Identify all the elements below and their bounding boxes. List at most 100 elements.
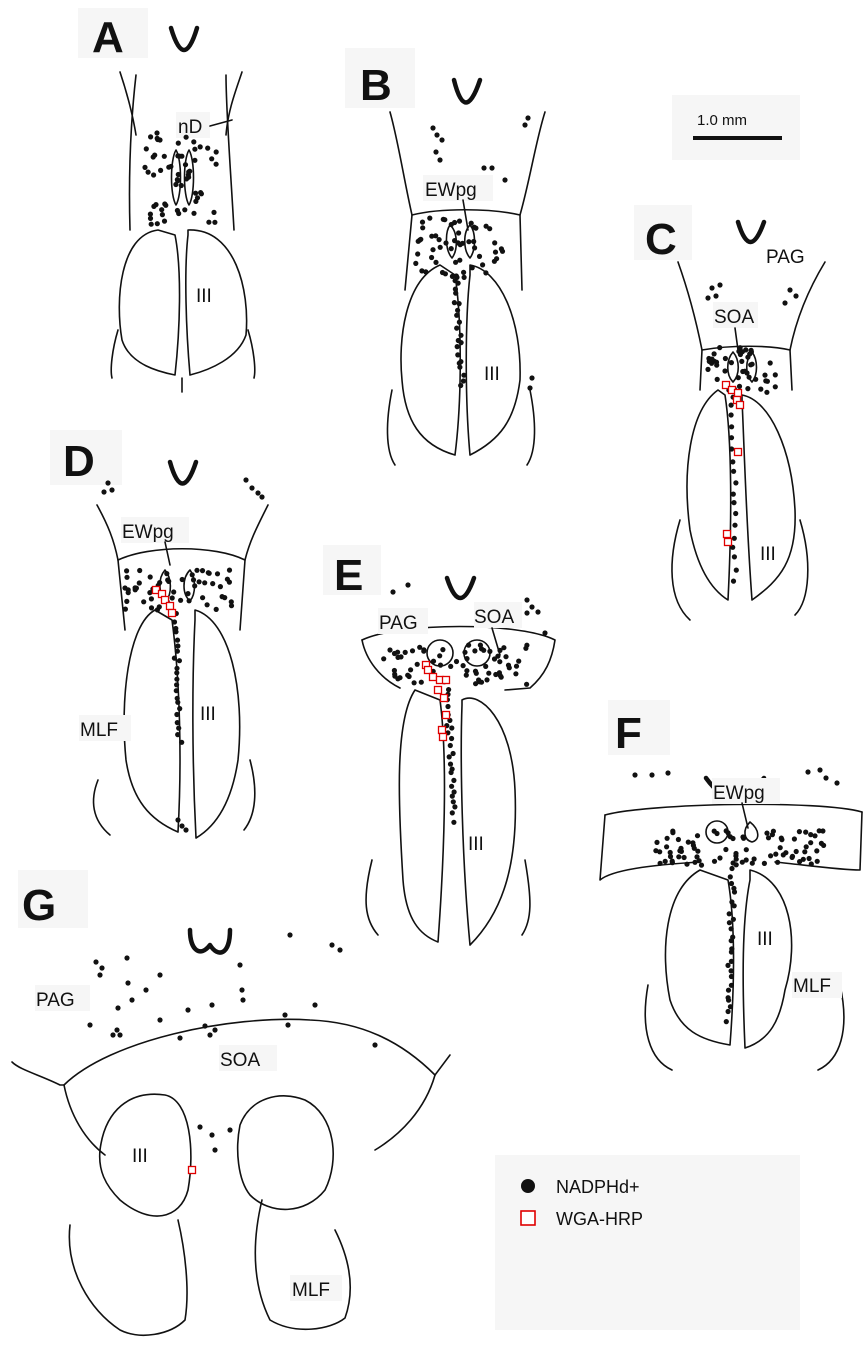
nadphd-dot: [527, 385, 532, 390]
nadphd-dot: [455, 352, 460, 357]
nadphd-dot: [456, 281, 461, 286]
nadphd-dot: [445, 704, 450, 709]
nadphd-dot: [773, 852, 778, 857]
nadphd-dot: [143, 987, 148, 992]
nadphd-dot: [259, 494, 264, 499]
nadphd-dot: [747, 375, 752, 380]
nadphd-dot: [97, 972, 102, 977]
region-label-iii: III: [484, 364, 500, 385]
nadphd-dot: [403, 650, 408, 655]
nadphd-dot: [472, 245, 477, 250]
nadphd-dot: [451, 799, 456, 804]
nadphd-dot: [458, 383, 463, 388]
nadphd-dot: [312, 1002, 317, 1007]
nadphd-dot: [210, 581, 215, 586]
nadphd-dot: [764, 831, 769, 836]
region-label-pag: PAG: [766, 247, 805, 268]
nadphd-dot: [148, 574, 153, 579]
nadphd-dot: [448, 743, 453, 748]
nadphd-dot: [762, 861, 767, 866]
nadphd-dot: [489, 165, 494, 170]
nadphd-dot: [762, 373, 767, 378]
nadphd-dot: [729, 435, 734, 440]
nadphd-dot: [451, 820, 456, 825]
nadphd-dot: [405, 582, 410, 587]
nadphd-dot: [487, 649, 492, 654]
region-label-mlf: MLF: [292, 1280, 330, 1301]
nadphd-dot: [729, 983, 734, 988]
nadphd-dot: [209, 156, 214, 161]
region-label-ewpg: EWpg: [713, 783, 765, 804]
nadphd-dot: [177, 154, 182, 159]
nadphd-dot: [535, 609, 540, 614]
nadphd-dot: [717, 855, 722, 860]
nadphd-dot: [758, 387, 763, 392]
nadphd-dot: [732, 523, 737, 528]
nadphd-dot: [177, 1035, 182, 1040]
nadphd-dot: [421, 649, 426, 654]
nadphd-dot: [427, 216, 432, 221]
nadphd-dot: [503, 654, 508, 659]
region-label-soa: SOA: [714, 307, 754, 328]
nadphd-dot: [454, 326, 459, 331]
nadphd-dot: [679, 849, 684, 854]
nadphd-dot: [227, 580, 232, 585]
wga-hrp-square: [725, 539, 732, 546]
nadphd-dot: [492, 259, 497, 264]
nadphd-dot: [157, 1017, 162, 1022]
region-label-iii: III: [132, 1146, 148, 1167]
nadphd-dot: [149, 605, 154, 610]
nadphd-dot: [782, 300, 787, 305]
nadphd-dot: [420, 220, 425, 225]
nadphd-dot: [212, 1147, 217, 1152]
nadphd-dot: [466, 239, 471, 244]
nadphd-dot: [729, 360, 734, 365]
panel-g: G PAG SOA III MLF: [12, 870, 450, 1335]
nadphd-dot: [729, 974, 734, 979]
nadphd-dot: [474, 671, 479, 676]
nadphd-dot: [202, 1023, 207, 1028]
nadphd-dot: [699, 863, 704, 868]
nadphd-dot: [797, 859, 802, 864]
nadphd-dot: [695, 849, 700, 854]
nadphd-dot: [734, 568, 739, 573]
nadphd-dot: [525, 115, 530, 120]
nadphd-dot: [712, 859, 717, 864]
nadphd-dot: [729, 926, 734, 931]
nadphd-dot: [207, 1032, 212, 1037]
nadphd-dot: [730, 459, 735, 464]
nadphd-dot: [722, 368, 727, 373]
nadphd-dot: [397, 675, 402, 680]
nadphd-dot: [733, 480, 738, 485]
region-label-pag: PAG: [379, 613, 418, 634]
nadphd-dot: [454, 313, 459, 318]
nadphd-dot: [151, 172, 156, 177]
nadphd-dot: [725, 963, 730, 968]
nadphd-dot: [413, 261, 418, 266]
nadphd-dot: [395, 650, 400, 655]
nadphd-dot: [473, 226, 478, 231]
nadphd-dot: [243, 477, 248, 482]
nadphd-dot: [632, 772, 637, 777]
nadphd-dot: [479, 680, 484, 685]
nadphd-dot: [792, 836, 797, 841]
nadphd-dot: [202, 580, 207, 585]
nadphd-dot: [497, 659, 502, 664]
nadphd-dot: [723, 847, 728, 852]
nadphd-dot: [665, 770, 670, 775]
nadphd-dot: [729, 412, 734, 417]
nadphd-dot: [501, 645, 506, 650]
panel-b: B EWpg III: [345, 48, 545, 465]
nadphd-dot: [162, 201, 167, 206]
nadphd-dot: [808, 840, 813, 845]
region-label-soa: SOA: [474, 607, 514, 628]
region-label-ewpg: EWpg: [425, 180, 477, 201]
nadphd-dot: [670, 860, 675, 865]
nadphd-dot: [214, 149, 219, 154]
nadphd-dot: [151, 204, 156, 209]
nadphd-dot: [437, 237, 442, 242]
nadphd-dot: [214, 607, 219, 612]
nadphd-dot: [731, 860, 736, 865]
nadphd-dot: [173, 629, 178, 634]
